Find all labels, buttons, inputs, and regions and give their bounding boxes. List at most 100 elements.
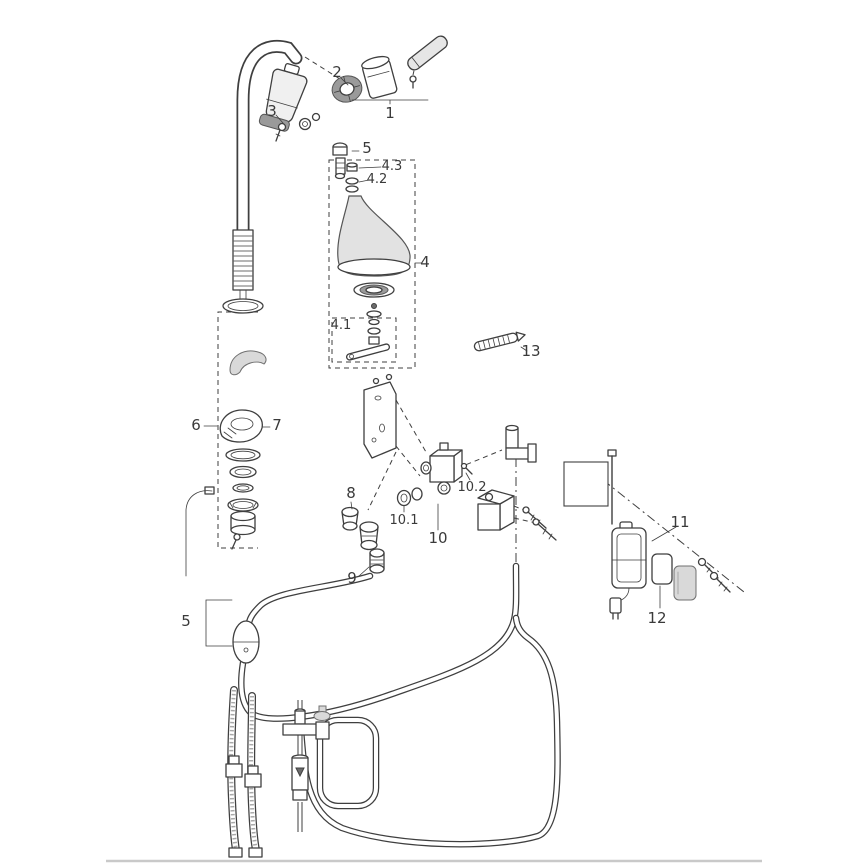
screw-10-2: [460, 462, 473, 475]
part-label-9: 9: [347, 569, 357, 587]
fastening-screws-11: [697, 557, 731, 593]
nut-4-3: [346, 162, 358, 172]
spray-face-plate: [353, 282, 395, 298]
valve-handle: [313, 711, 331, 721]
axis-right-assembly: [587, 467, 745, 593]
part-label-6: 6: [191, 416, 201, 434]
cable-end: [607, 449, 617, 457]
fitting-8: [341, 501, 379, 551]
shank-threads: [233, 235, 253, 287]
bracket-screw: [385, 373, 393, 381]
sensor-cable: [185, 486, 215, 577]
part-label-5-top: 5: [362, 139, 372, 157]
part-label-5-bottom: 5: [181, 612, 191, 630]
hose-end-fitting: [248, 847, 263, 858]
faucet-spout: [236, 39, 303, 239]
power-plug: [609, 597, 622, 614]
template-plate: [563, 461, 609, 507]
leader-9: [358, 566, 370, 577]
fitting-9: [358, 548, 385, 577]
check-valve: [291, 754, 309, 801]
leader-4-3: [358, 166, 382, 169]
part-labels: 1 2 3 4 4.1 4.2 4.3 5 5 6 7 8 9 10 10.1 …: [181, 63, 689, 630]
leader-10-2: [465, 472, 471, 481]
washers-4-2: [345, 177, 359, 193]
flow-arrow: [295, 767, 305, 778]
screw-head: [277, 122, 287, 132]
base-cylinder: [230, 510, 256, 536]
power-cable: [607, 449, 630, 620]
solenoid-unit: [477, 489, 515, 531]
spray-cone: [337, 195, 411, 277]
hose-nut: [244, 773, 262, 788]
shutoff-valve: [313, 705, 331, 740]
part-label-13: 13: [521, 342, 540, 360]
mousseur-parts-4-1: [345, 303, 391, 361]
axis-lines: [217, 56, 745, 593]
leader-3: [275, 114, 284, 124]
part-label-7: 7: [272, 416, 282, 434]
hose-coil-loop: [318, 718, 378, 808]
part-label-12: 12: [647, 609, 666, 627]
fitting-10-1: [396, 487, 423, 507]
projection-line: [513, 517, 537, 524]
bracket-5: [205, 599, 233, 647]
dashed-box-part4: [328, 159, 416, 369]
part-label-8: 8: [346, 484, 356, 502]
valve-body: [315, 721, 330, 740]
washer: [311, 112, 321, 122]
projection-line: [395, 399, 427, 453]
dashed-box-part4-1: [331, 317, 397, 363]
part-label-4-2: 4.2: [367, 172, 388, 187]
leader-8: [350, 501, 353, 510]
cartridge-gear-ring: [331, 75, 363, 103]
screw-set-3: [275, 112, 321, 142]
part-label-2: 2: [332, 63, 342, 81]
hose-collar: [228, 755, 240, 765]
spray-lever: [229, 350, 267, 376]
cartridge-parts: [331, 55, 429, 105]
projection-line: [367, 451, 397, 511]
cable-wire: [185, 490, 213, 577]
projection-line: [304, 56, 341, 80]
leader-11: [651, 526, 677, 542]
part-label-1: 1: [385, 104, 395, 122]
leader-13: [520, 346, 528, 352]
valve-assembly-10: [396, 442, 473, 531]
part-label-10-1: 10.1: [390, 513, 419, 528]
mounting-screws: [522, 506, 557, 541]
bracket-screw: [372, 377, 380, 385]
part-label-10-2: 10.2: [458, 480, 487, 495]
service-spanner: [345, 343, 391, 361]
handle-lever: [407, 35, 448, 89]
elbow-fitting: [505, 424, 537, 463]
hose-connector-5: [332, 142, 360, 180]
control-box-11: [611, 521, 647, 589]
leader-2: [340, 77, 349, 86]
hose-nut: [225, 763, 243, 778]
bottom-fittings: [225, 705, 331, 858]
hose-weight: [205, 599, 260, 664]
projection-line: [457, 449, 503, 469]
part-label-3: 3: [267, 102, 277, 120]
retainer-ring: [298, 117, 312, 131]
projection-line: [395, 445, 421, 477]
base-screw: [231, 533, 241, 550]
threaded-rod-13: [473, 331, 526, 352]
part-label-4-1: 4.1: [331, 318, 352, 333]
leader-4-2: [358, 179, 370, 183]
valve-nut: [292, 789, 308, 801]
hose-collar: [247, 765, 259, 775]
cartridge-sleeve: [361, 55, 398, 99]
part-label-4: 4: [420, 253, 430, 271]
handle-screw: [409, 75, 417, 83]
spray-head-assembly-4: [337, 162, 422, 361]
part-label-4-3: 4.3: [382, 159, 403, 174]
mounting-bracket: [363, 373, 397, 459]
seal-rings: [225, 448, 261, 550]
hoses: [237, 562, 561, 848]
base-plate-7: [203, 409, 271, 443]
battery-parts-12: [651, 553, 697, 601]
bracket-1: [351, 99, 429, 105]
